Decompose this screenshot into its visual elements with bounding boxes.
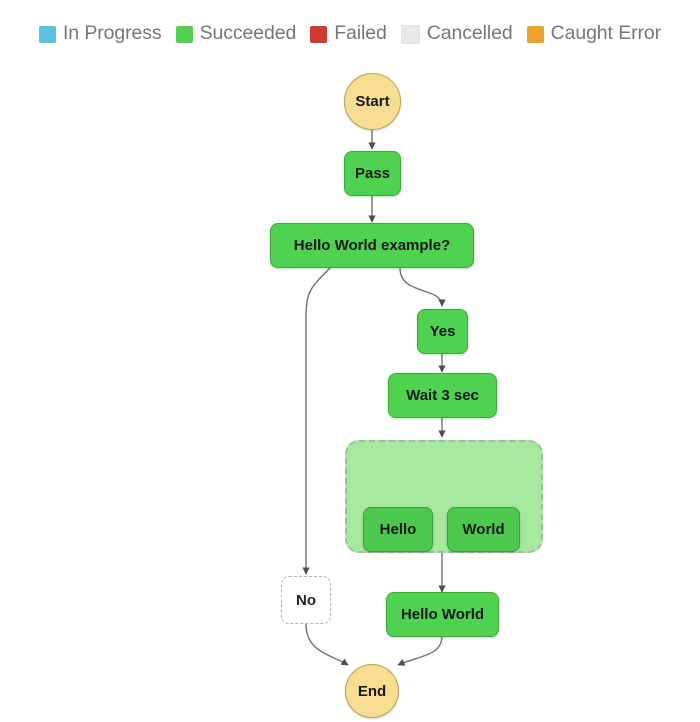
legend-label-cancelled: Cancelled — [426, 22, 513, 45]
cancelled-swatch-icon — [400, 24, 420, 44]
edge-choice-to-yes — [399, 267, 446, 307]
node-end[interactable]: End — [345, 664, 399, 718]
edge-no-to-end — [305, 623, 349, 666]
failed-swatch-icon — [310, 25, 328, 43]
node-pass[interactable]: Pass — [344, 151, 401, 196]
legend-item-in-progress: In Progress — [38, 22, 162, 45]
legend-item-cancelled: Cancelled — [400, 22, 513, 45]
node-hello-label: Hello — [379, 521, 417, 538]
execution-graph[interactable]: Start Pass Hello World example? Yes Wait… — [0, 56, 700, 722]
legend-label-failed: Failed — [334, 22, 387, 45]
legend-item-succeeded: Succeeded — [175, 22, 297, 45]
legend-label-caught-error: Caught Error — [550, 22, 662, 45]
node-start[interactable]: Start — [344, 73, 401, 130]
node-yes[interactable]: Yes — [417, 309, 468, 354]
node-end-label: End — [357, 682, 387, 700]
edge-choice-to-no — [302, 267, 331, 575]
node-choice-hello-world-example[interactable]: Hello World example? — [270, 223, 474, 268]
legend-item-caught-error: Caught Error — [526, 22, 662, 45]
node-hello[interactable]: Hello — [363, 507, 433, 552]
legend-label-succeeded: Succeeded — [199, 22, 297, 45]
legend-item-failed: Failed — [310, 24, 387, 44]
node-no[interactable]: No — [281, 576, 331, 624]
node-pass-label: Pass — [354, 165, 391, 182]
node-start-label: Start — [355, 93, 390, 110]
node-wait-3-sec[interactable]: Wait 3 sec — [388, 373, 497, 418]
node-yes-label: Yes — [429, 323, 456, 340]
succeeded-swatch-icon — [175, 25, 193, 43]
node-no-label: No — [296, 591, 316, 609]
node-world-label: World — [462, 521, 505, 538]
edge-hello-world-to-end — [397, 635, 443, 666]
node-hello-world-label: Hello World — [400, 606, 485, 623]
legend-label-in-progress: In Progress — [62, 22, 162, 45]
in-progress-swatch-icon — [38, 25, 56, 43]
node-hello-world[interactable]: Hello World — [386, 592, 499, 637]
node-choice-label: Hello World example? — [293, 237, 451, 254]
execution-status-legend: In Progress Succeeded Failed Cancelled C… — [0, 0, 700, 60]
node-wait-label: Wait 3 sec — [406, 387, 479, 404]
node-world[interactable]: World — [447, 507, 520, 552]
caught-error-swatch-icon — [526, 25, 544, 43]
